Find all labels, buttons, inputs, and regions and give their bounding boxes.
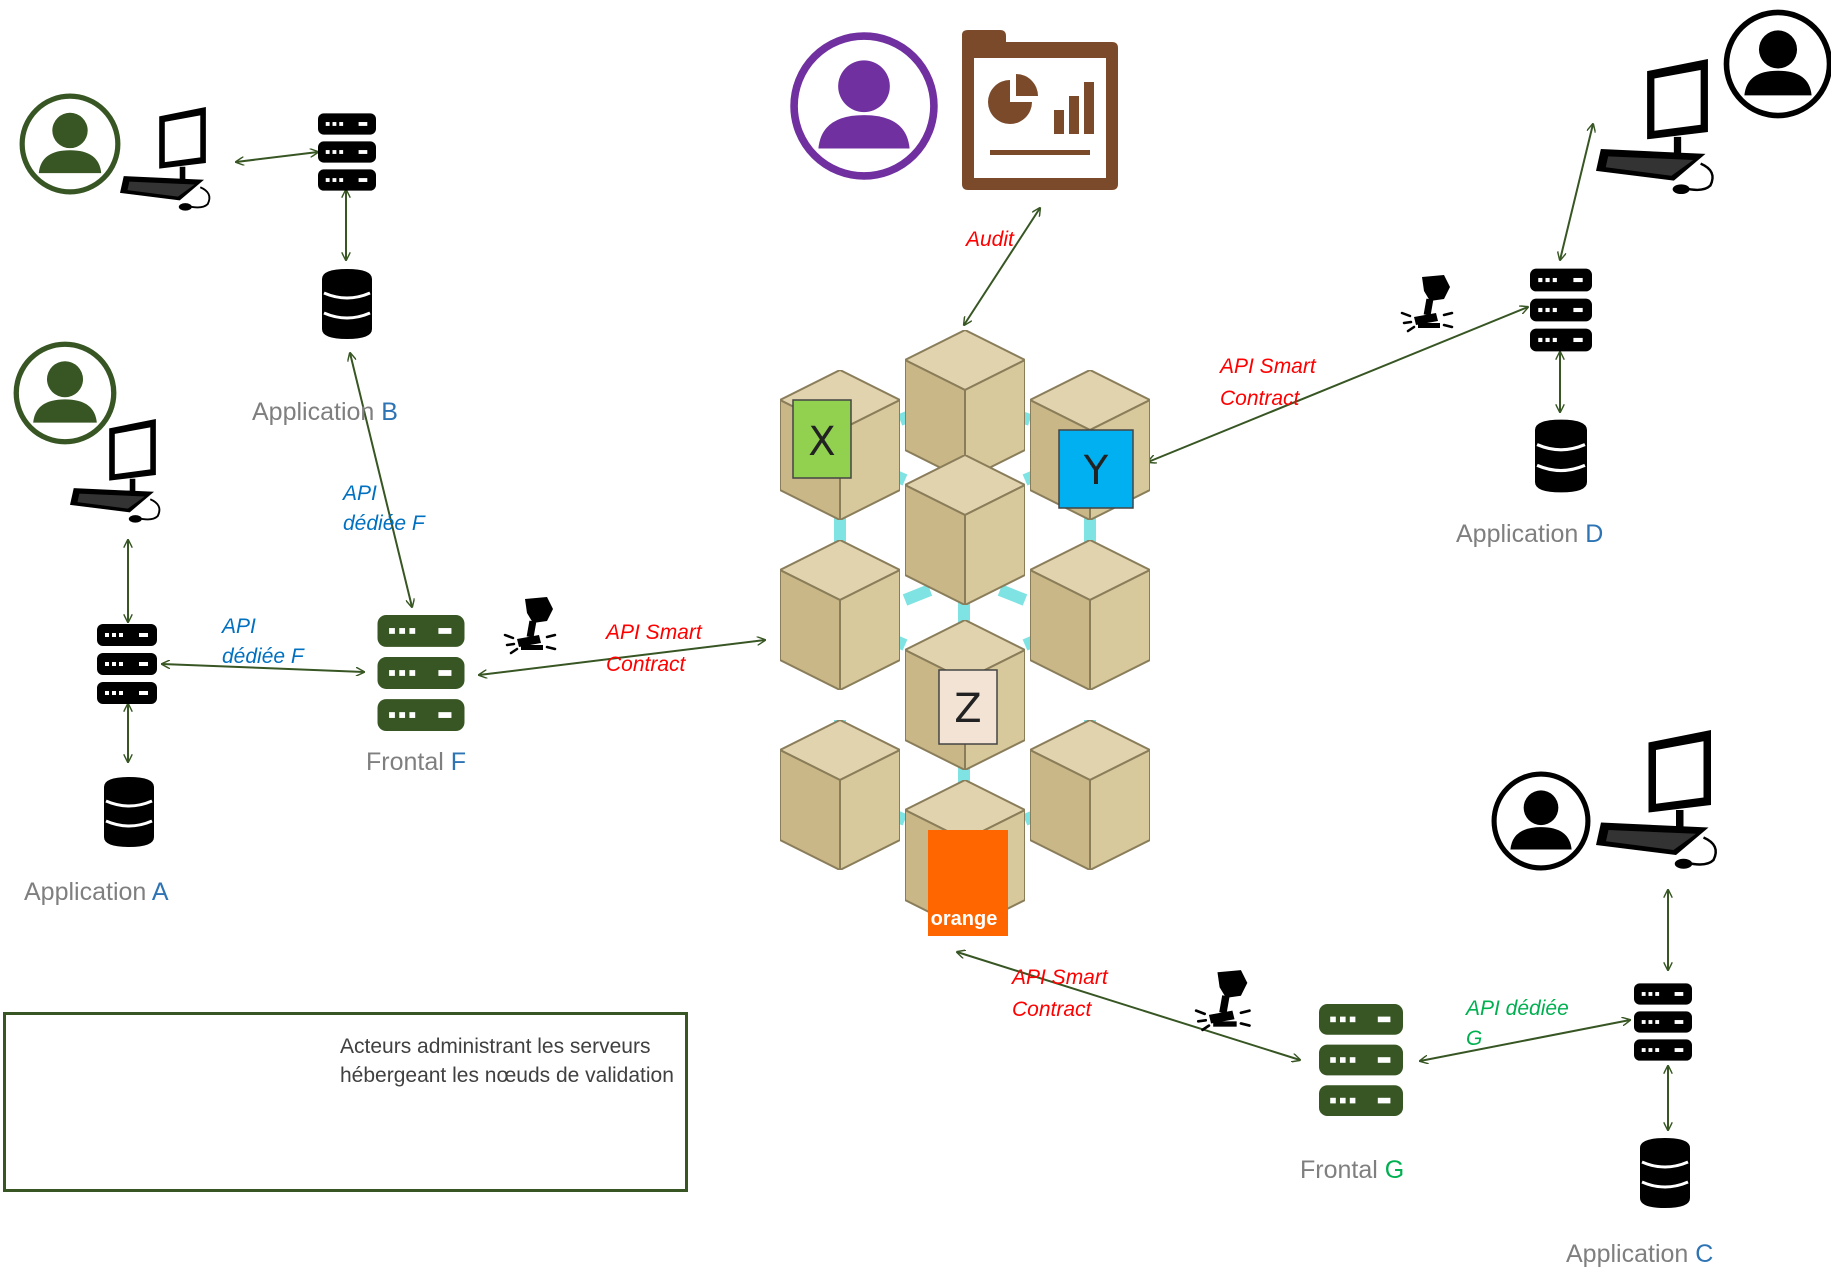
api-dediee-f-label-top: API dédiée F	[343, 482, 425, 535]
node-y: Y	[1058, 429, 1134, 509]
gavel-icon	[503, 595, 557, 655]
computer-icon	[1596, 728, 1718, 871]
user-icon	[22, 96, 118, 192]
user-icon	[1494, 774, 1588, 868]
api-dediee-f-label-left: API dédiée F	[222, 615, 304, 668]
user-icon	[1726, 12, 1829, 115]
svg-text:orange: orange	[931, 908, 998, 930]
legend-description: Acteurs administrant les serveurs héberg…	[340, 1035, 674, 1087]
api-smart-contract-label-g: API Smart Contract	[1012, 966, 1108, 1021]
legend-box	[3, 1012, 688, 1192]
computer-icon	[1596, 57, 1714, 196]
connection-lines	[128, 124, 1668, 1130]
server-icon	[97, 624, 157, 704]
svg-text:X: X	[808, 419, 835, 465]
database-icon	[104, 775, 154, 849]
audit-label: Audit	[966, 228, 1014, 251]
frontal-f-server-icon	[377, 615, 465, 731]
application-a-label: Application A	[24, 878, 169, 906]
gavel-icon	[1194, 968, 1251, 1032]
auditor-user-icon	[794, 36, 934, 176]
server-icon	[1530, 268, 1592, 352]
frontal-g-label: Frontal G	[1300, 1156, 1405, 1184]
application-d-label: Application D	[1456, 520, 1604, 548]
blockchain-cluster	[780, 330, 1150, 930]
database-icon	[322, 267, 372, 341]
api-smart-contract-label-d: API Smart Contract	[1220, 355, 1316, 410]
gavel-icon	[1400, 273, 1454, 333]
svg-text:Y: Y	[1083, 448, 1109, 494]
api-dediee-g-label: API dédiée G	[1466, 997, 1569, 1050]
frontal-f-label: Frontal F	[366, 748, 467, 776]
svg-text:Z: Z	[954, 686, 981, 732]
report-icon	[962, 30, 1118, 190]
user-icon	[16, 344, 114, 442]
application-b-label: Application B	[252, 398, 398, 426]
node-x: X	[792, 399, 852, 479]
api-smart-contract-label-f: API Smart Contract	[606, 621, 702, 676]
computer-icon	[120, 105, 211, 212]
frontal-g-server-icon	[1319, 1004, 1403, 1116]
database-icon	[1640, 1136, 1690, 1210]
node-orange: orange	[928, 830, 1008, 936]
server-icon	[318, 113, 376, 191]
node-z: Z	[938, 669, 998, 745]
database-icon	[1535, 417, 1587, 495]
application-c-label: Application C	[1566, 1240, 1714, 1268]
server-icon	[1634, 983, 1692, 1061]
